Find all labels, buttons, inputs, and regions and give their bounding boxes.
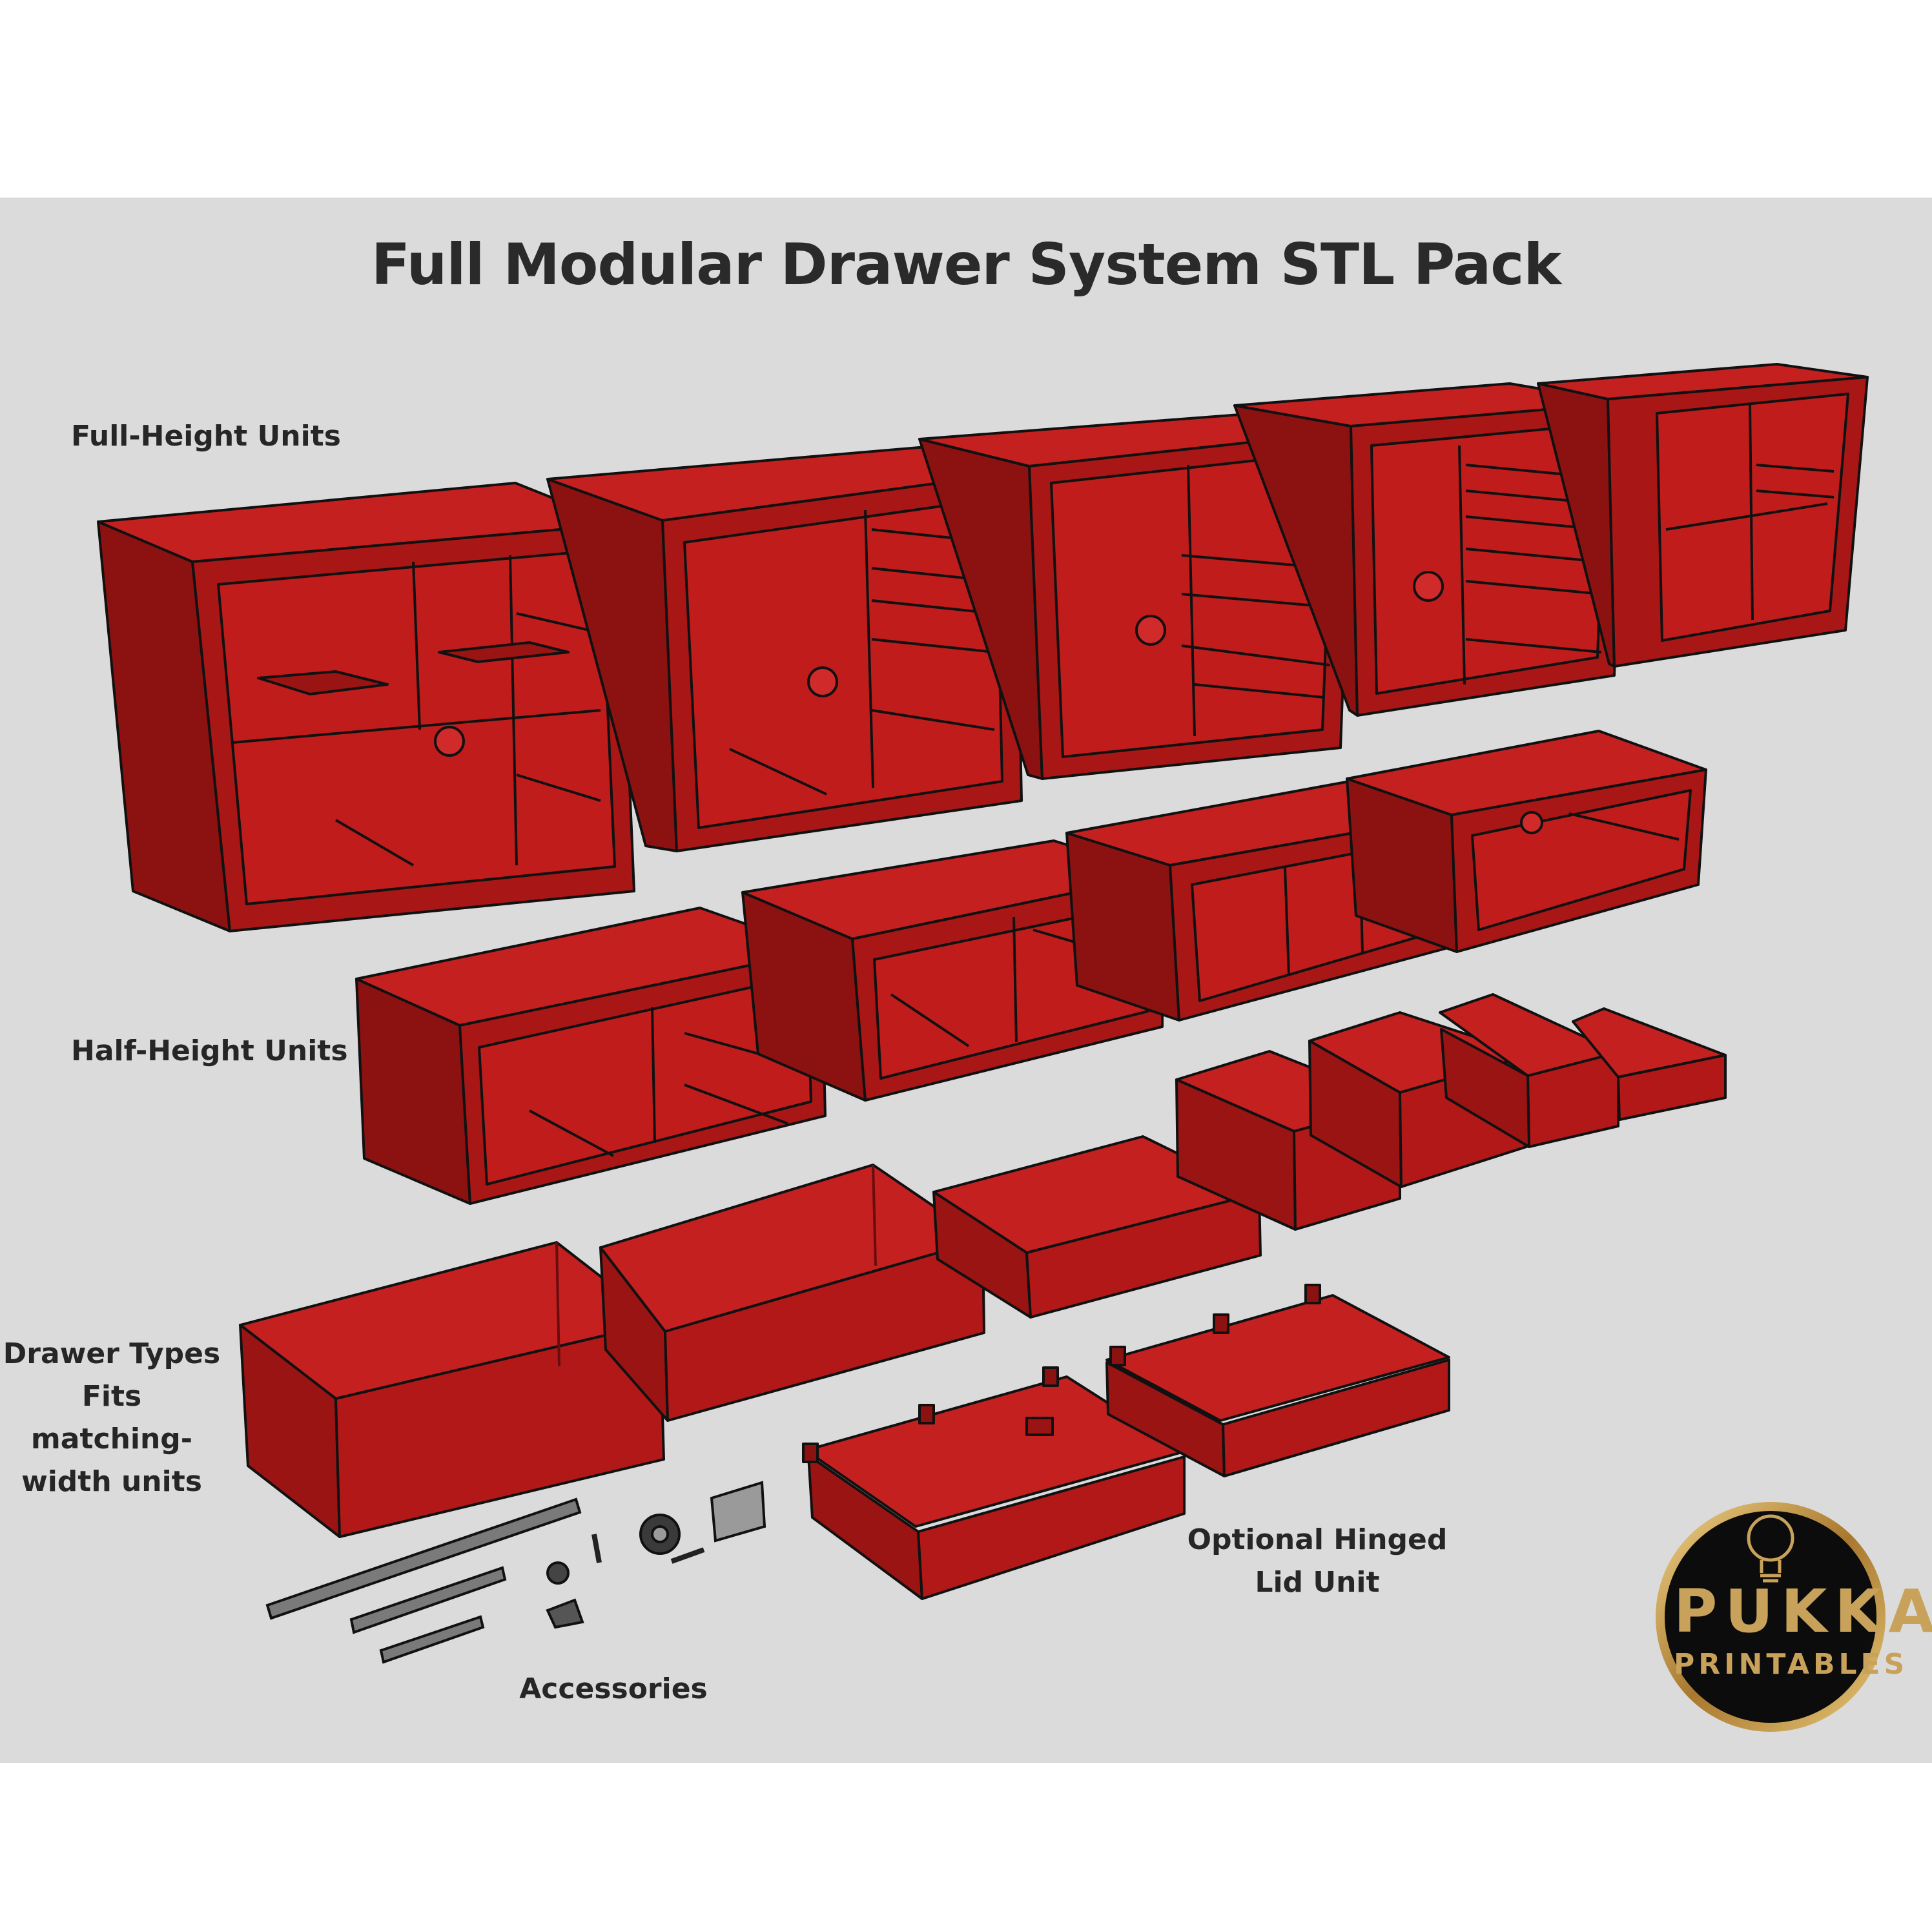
hinged-lid-unit-2: [1105, 1284, 1450, 1477]
label-hinged-line1: Optional Hinged: [1187, 1523, 1448, 1556]
label-drawer-types-line3: width units: [21, 1465, 202, 1498]
drawer-large-1: [239, 1241, 665, 1538]
full-height-unit-5: [1537, 363, 1869, 668]
drawer-small-3: [1439, 993, 1619, 1148]
half-height-unit-4: [1346, 730, 1707, 953]
label-drawer-types-line1: Drawer Types: [3, 1337, 221, 1370]
half-height-unit-2: [741, 839, 1164, 1102]
accessory-rails: [265, 1497, 582, 1664]
full-height-unit-3: [918, 413, 1353, 780]
hinged-lid-unit-1: [802, 1366, 1186, 1600]
full-height-unit-1: [97, 482, 635, 932]
page-title: Full Modular Drawer System STL Pack: [371, 231, 1561, 298]
label-full-height-units: Full-Height Units: [71, 420, 341, 453]
half-height-unit-1: [355, 907, 827, 1205]
logo-text-printables: PRINTABLES: [1674, 1648, 1909, 1681]
label-accessories: Accessories: [519, 1672, 708, 1705]
full-height-unit-2: [546, 444, 1023, 852]
label-drawer-types: Drawer Types Fits matching- width units: [0, 1333, 223, 1503]
label-half-height-units: Half-Height Units: [71, 1034, 348, 1067]
drawer-small-4: [1572, 1007, 1727, 1121]
pukka-printables-logo: [1656, 1502, 1886, 1732]
drawer-large-2: [599, 1164, 985, 1422]
label-drawer-types-line2: Fits matching-: [30, 1380, 193, 1455]
label-hinged-lid-unit: Optional Hinged Lid Unit: [1156, 1519, 1479, 1604]
lightbulb-icon: [1747, 1514, 1794, 1583]
accessory-parts: [546, 1481, 766, 1629]
label-hinged-line2: Lid Unit: [1255, 1566, 1380, 1599]
full-height-unit-4: [1233, 382, 1625, 717]
logo-text-pukka: PUKKA: [1674, 1577, 1932, 1646]
